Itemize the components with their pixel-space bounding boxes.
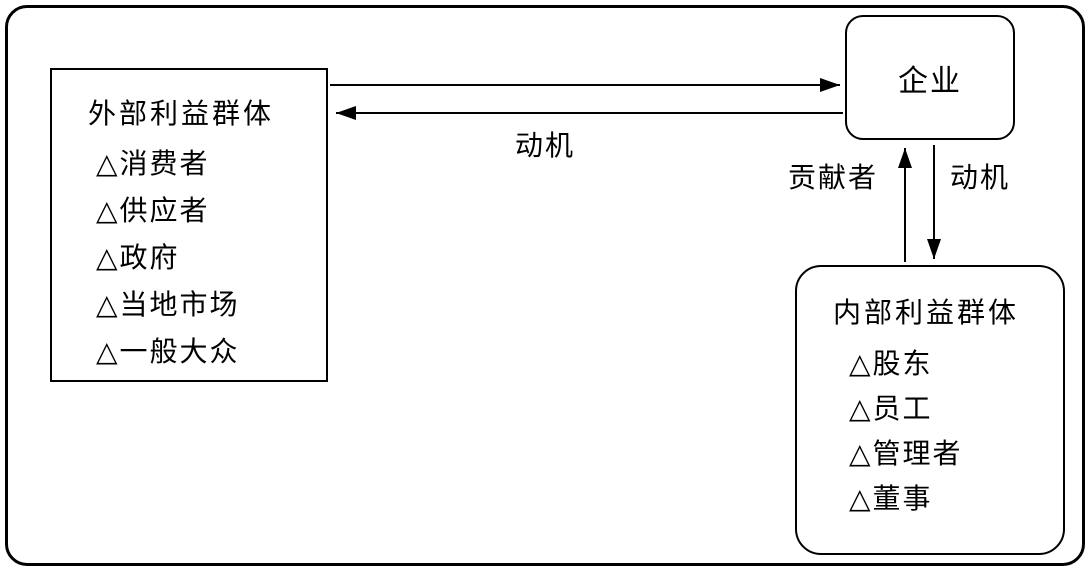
internal-group-list: △股东 △员工 △管理者 △董事 xyxy=(797,341,1063,521)
external-group-list: △消费者 △供应者 △政府 △当地市场 △一般大众 xyxy=(52,140,326,375)
list-item-directors: △董事 xyxy=(849,482,933,515)
external-group-title: 外部利益群体 xyxy=(88,97,275,130)
list-item-suppliers: △供应者 xyxy=(96,194,210,227)
list-item-consumers: △消费者 xyxy=(96,147,210,180)
label-motivation-horizontal: 动机 xyxy=(515,129,576,162)
internal-group-title: 内部利益群体 xyxy=(833,296,1020,329)
list-item-employees: △员工 xyxy=(849,392,933,425)
list-item-local-market: △当地市场 xyxy=(96,288,240,321)
list-item-managers: △管理者 xyxy=(849,437,963,470)
label-motivation-vertical: 动机 xyxy=(950,161,1011,194)
label-contributor: 贡献者 xyxy=(788,161,879,194)
enterprise-label: 企业 xyxy=(898,63,962,99)
internal-group-node: 内部利益群体 △股东 △员工 △管理者 △董事 xyxy=(795,265,1065,555)
external-group-node: 外部利益群体 △消费者 △供应者 △政府 △当地市场 △一般大众 xyxy=(50,68,328,382)
list-item-general-public: △一般大众 xyxy=(96,335,240,368)
list-item-shareholders: △股东 xyxy=(849,347,933,380)
outer-border-frame xyxy=(5,5,1085,566)
enterprise-node: 企业 xyxy=(845,15,1015,140)
list-item-government: △政府 xyxy=(96,241,180,274)
